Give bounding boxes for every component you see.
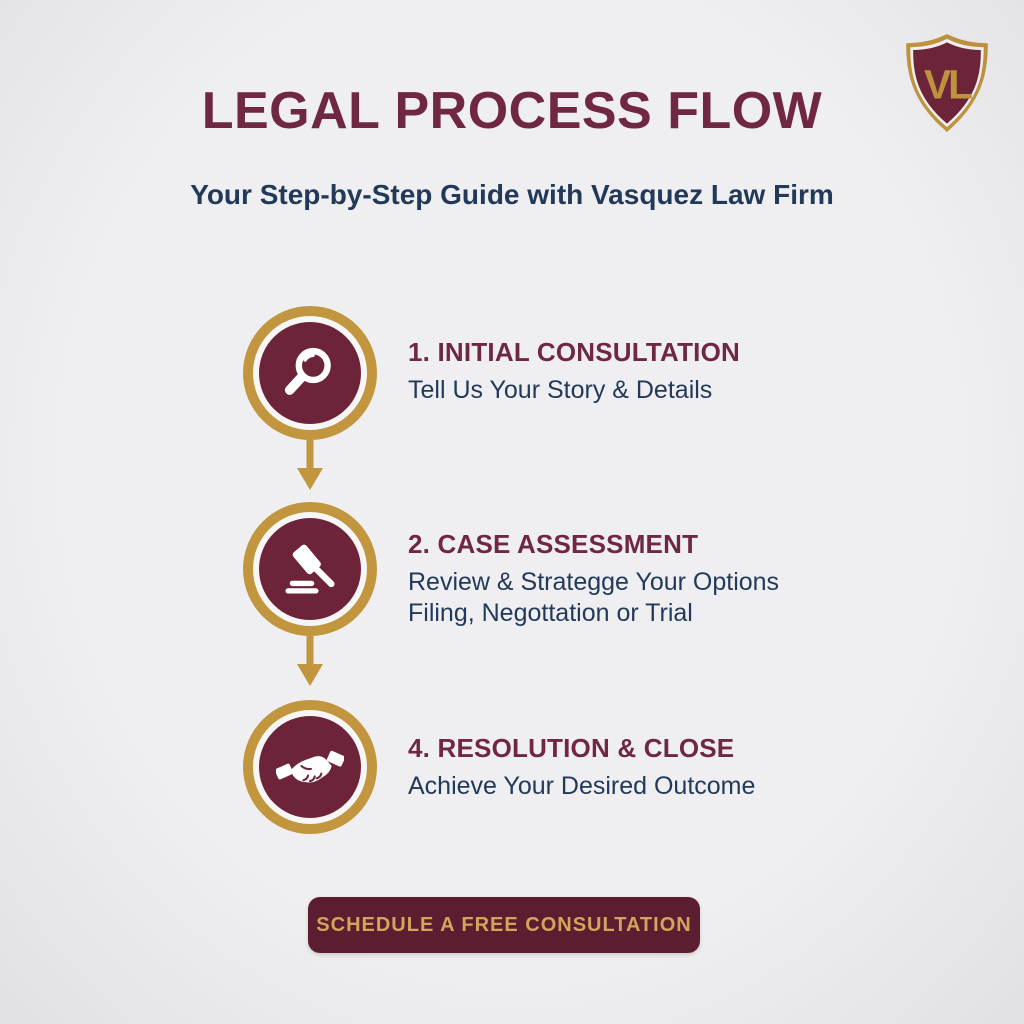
logo-initials: VL [924,61,972,107]
step-2-text: 2. CASE ASSESSMENT Review & Strategge Yo… [408,529,928,629]
schedule-consultation-button[interactable]: SCHEDULE A FREE CONSULTATION [308,897,700,953]
step-3-text: 4. RESOLUTION & CLOSE Achieve Your Desir… [408,733,928,802]
flow-arrow-down-icon [297,440,323,490]
step-3-line: Achieve Your Desired Outcome [408,771,756,800]
page-title: LEGAL PROCESS FLOW [201,82,823,140]
step-2-circle [243,502,377,636]
step-1-line: Tell Us Your Story & Details [408,375,713,404]
step-3-circle [243,700,377,834]
magnifier-icon [284,347,331,395]
step-2-line: Review & Strategge Your Options [408,567,780,596]
vasquez-law-shield-logo: VL [906,34,988,132]
flow-arrow-down-icon [297,636,323,686]
step-1-text: 1. INITIAL CONSULTATION Tell Us Your Sto… [408,337,928,406]
page-subtitle: Your Step-by-Step Guide with Vasquez Law… [190,179,834,210]
step-2-line: Filing, Negottation or Trial [408,598,693,627]
step-3-title: 4. RESOLUTION & CLOSE [408,733,735,763]
step-1-circle [243,306,377,440]
step-2-title: 2. CASE ASSESSMENT [408,529,699,559]
handshake-icon [276,750,344,783]
step-1-title: 1. INITIAL CONSULTATION [408,337,740,367]
gavel-icon [285,544,335,594]
